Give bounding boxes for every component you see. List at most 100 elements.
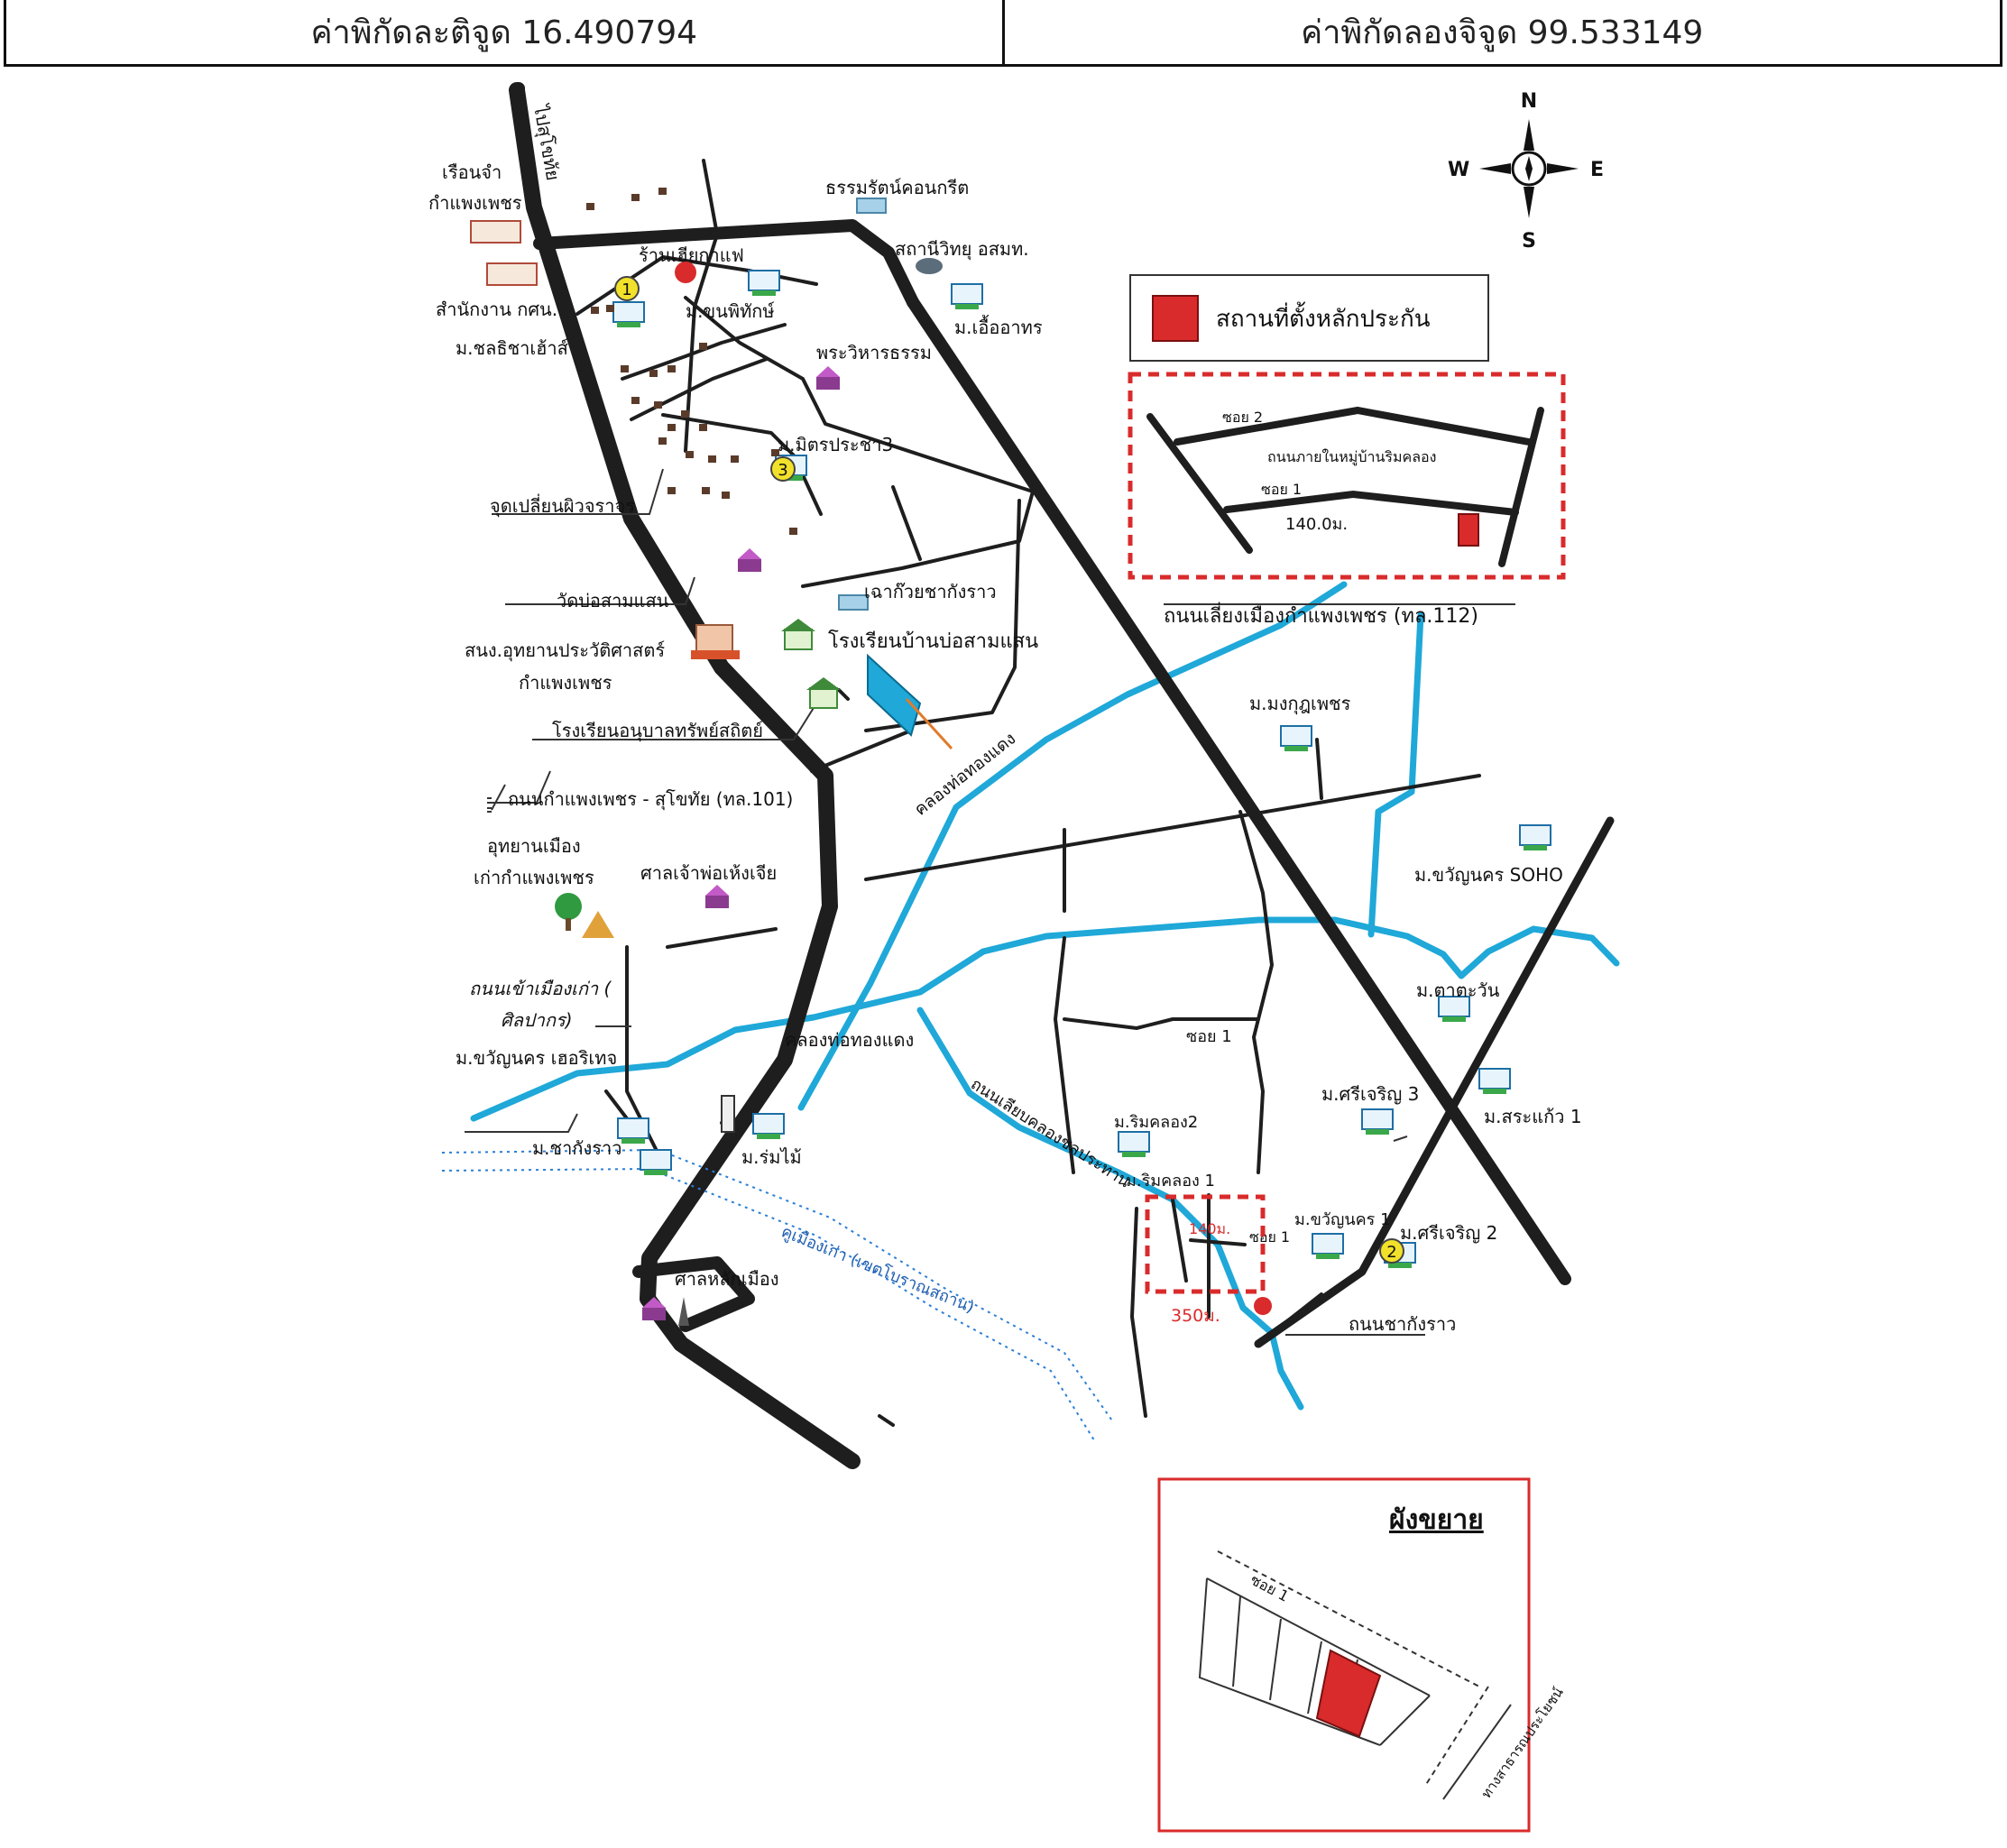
badge-3: 3	[770, 456, 796, 482]
label-radio: สถานีวิทยุ อสมท.	[895, 238, 1029, 261]
temple-icon	[642, 1297, 666, 1320]
label-khwan-heritage: ม.ขวัญนคร เฮอริเทจ	[456, 1047, 617, 1069]
road-to-sukhothai	[511, 82, 525, 97]
house-icon	[1438, 996, 1470, 1022]
label-soi1-main: ซอย 1	[1186, 1027, 1232, 1046]
label-mongkut: ม.มงกุฎเพชร	[1249, 693, 1351, 715]
label-mitprachar: ม.มิตรประชา3	[778, 434, 893, 455]
label-soi1-small: ซอย 1	[1249, 1228, 1290, 1246]
map-labels: ไปสุโขทัย เรือนจำ กำแพงเพชร ร้านเฮียกาแฟ…	[428, 102, 1582, 1335]
house-icon	[951, 283, 983, 309]
target-area-box	[1145, 1194, 1266, 1294]
compass-w: W	[1448, 159, 1469, 181]
label-nfe-office: สำนักงาน กศน.	[436, 299, 557, 320]
house-icon	[617, 1117, 649, 1144]
canal-middle	[470, 916, 1620, 1122]
label-canal-mid: คลองท่อทองแดง	[785, 1029, 914, 1051]
legend-swatch	[1152, 295, 1199, 342]
latitude-cell: ค่าพิกัดละติจูด 16.490794	[310, 14, 698, 51]
label-thammarat: ธรรมรัตน์คอนกรีต	[825, 177, 969, 198]
house-icon	[640, 1149, 672, 1175]
inset-top: ซอย 2 ถนนภายในหมู่บ้านริมคลอง ซอย 1 140.…	[1128, 372, 1566, 580]
school-icon	[806, 677, 841, 709]
house-icon	[1118, 1131, 1150, 1157]
label-sricharoen3: ม.ศรีเจริญ 3	[1321, 1083, 1419, 1105]
label-d140: 140ม.	[1189, 1220, 1230, 1237]
badge-1: 1	[614, 276, 640, 301]
svg-text:140.0ม.: 140.0ม.	[1285, 515, 1348, 534]
house-icon	[1478, 1068, 1511, 1094]
factory-icon	[838, 594, 869, 611]
land-parcel-blue	[867, 653, 922, 737]
label-moat: คูเมืองเก่า (เขตโบราณสถาน)	[778, 1221, 977, 1317]
label-surface-change: จุดเปลี่ยนผิวจราจร	[490, 493, 635, 518]
svg-text:ซอย 1: ซอย 1	[1261, 481, 1302, 498]
poi-icons	[470, 198, 1551, 1326]
badge-2: 2	[1379, 1238, 1404, 1264]
label-tawan: ม.ตาตะวัน	[1416, 979, 1500, 1001]
label-sricharoen2: ม.ศรีเจริญ 2	[1400, 1222, 1497, 1244]
leader-lines	[465, 468, 1515, 1336]
svg-text:ผังขยาย: ผังขยาย	[1389, 1504, 1484, 1536]
temple-icon	[738, 548, 761, 572]
label-rimkhlong1: ม.ริมคลอง 1	[1126, 1172, 1215, 1191]
prison-icon	[486, 262, 538, 286]
label-prison: เรือนจำ	[442, 161, 502, 183]
legend-label: สถานที่ตั้งหลักประกัน	[1216, 301, 1431, 333]
cafe-marker-icon	[675, 262, 696, 283]
label-chakangrao-v: ม.ชากังราว	[532, 1137, 621, 1159]
label-bypass: ถนนเลี่ยงเมืองกำแพงเพชร (ทล.112)	[1164, 602, 1478, 628]
compass-rose: N S E W	[1448, 90, 1604, 253]
svg-text:2: 2	[1386, 1243, 1396, 1262]
house-icon	[613, 1105, 614, 1106]
compass-n: N	[1521, 90, 1537, 113]
label-park-2: เก่ากำแพงเพชร	[474, 867, 594, 888]
label-canal-road: ถนนเลียบคลองชลประทาน	[967, 1075, 1133, 1192]
house-icon	[1519, 824, 1551, 850]
prison-icon	[470, 220, 521, 244]
label-khwan1: ม.ขวัญนคร 1	[1294, 1210, 1391, 1229]
svg-text:ซอย 2: ซอย 2	[1222, 409, 1263, 426]
coordinate-header: ค่าพิกัดละติจูด 16.490794 ค่าพิกัดลองจิจ…	[4, 0, 2002, 67]
label-khwan-soho: ม.ขวัญนคร SOHO	[1414, 864, 1563, 886]
label-cafe: ร้านเฮียกาแฟ	[639, 244, 744, 266]
label-ueaathon: ม.เอื้ออาทร	[954, 315, 1043, 338]
canal-lower	[916, 1007, 1304, 1411]
legend-box: สถานที่ตั้งหลักประกัน	[1129, 274, 1489, 362]
canal-upper	[797, 581, 1348, 1111]
house-icon	[1312, 1233, 1344, 1259]
label-old-road-2: ศิลปากร)	[501, 1009, 573, 1031]
building-icon	[691, 624, 740, 659]
svg-text:1: 1	[621, 280, 631, 299]
location-marker-icon	[1254, 1297, 1272, 1315]
school-icon	[781, 619, 815, 650]
road-right-diagonal	[1254, 816, 1615, 1348]
pillar-icon	[678, 1297, 689, 1326]
road-top-ew	[533, 219, 919, 308]
label-chakangrao-road: ถนนชากังราว	[1349, 1313, 1456, 1335]
label-kindergarten: โรงเรียนอนุบาลทรัพย์สถิตย์	[552, 720, 763, 742]
house-icon	[1361, 1108, 1394, 1135]
label-park-1: อุทยานเมือง	[487, 835, 581, 858]
svg-text:3: 3	[778, 461, 787, 480]
label-d350: 350ม.	[1171, 1306, 1220, 1326]
label-cholthicha: ม.ชลธิชาเฮ้าส์	[456, 337, 568, 359]
label-museum-2: กำแพงเพชร	[519, 672, 612, 694]
expand-target-parcel	[1315, 1649, 1382, 1738]
label-museum-1: สนง.อุทยานประวัติศาสตร์	[465, 639, 665, 662]
label-shrine-chao: เฉาก๊วยชากังราว	[864, 581, 997, 602]
house-icon	[752, 1113, 785, 1139]
temple-icon	[705, 885, 729, 908]
label-old-road-1: ถนนเข้าเมืองเก่า (	[469, 978, 612, 999]
canal-upper-branch	[1367, 611, 1424, 938]
bridge-icon	[721, 1095, 735, 1133]
compass-s: S	[1522, 230, 1536, 253]
house-icon	[748, 270, 780, 296]
label-wat-bo: วัดบ่อสามแสน	[557, 590, 669, 611]
label-sakaew: ม.สระแก้ว 1	[1484, 1106, 1582, 1127]
longitude-cell: ค่าพิกัดลองจิจูด 99.533149	[1001, 0, 2001, 64]
road-bypass	[907, 296, 1571, 1285]
radio-dish-icon	[916, 258, 943, 274]
label-road-101: ถนนกำแพงเพชร - สุโขทัย (ทล.101)	[508, 788, 793, 811]
